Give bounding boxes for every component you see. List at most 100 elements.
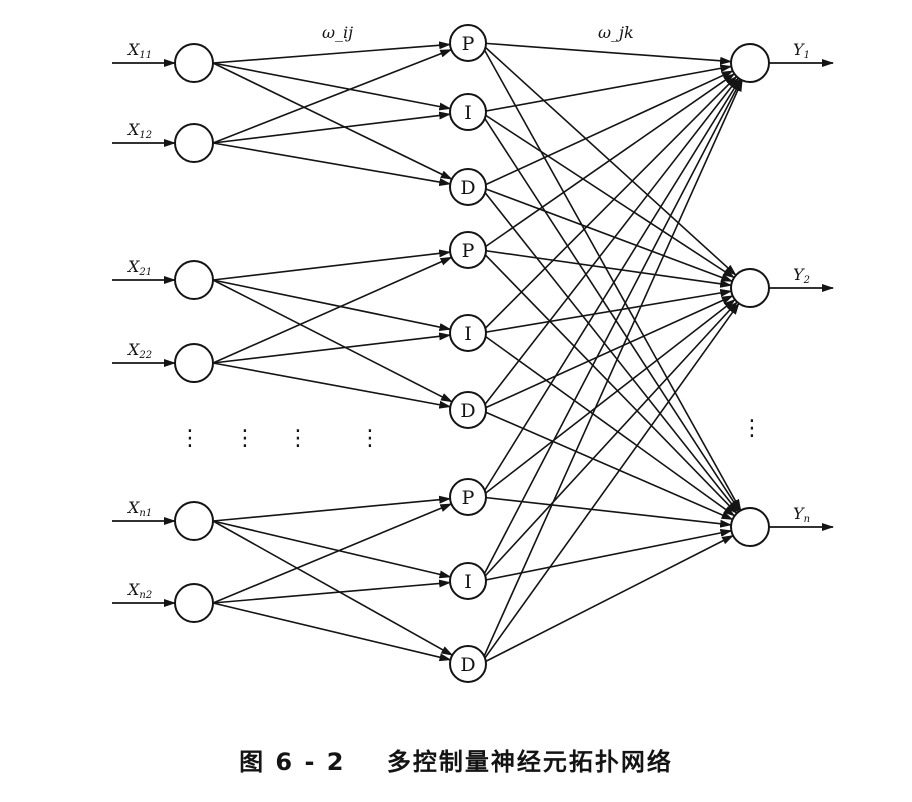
hidden-node-i2 bbox=[449, 314, 487, 352]
edge-x21-d2 bbox=[212, 279, 453, 403]
hidden-node-label-i2: I bbox=[464, 323, 472, 345]
hidden-node-p1 bbox=[449, 24, 487, 62]
edge-i2-yn bbox=[480, 332, 736, 517]
edge-x22-i2 bbox=[212, 332, 452, 364]
input-label-main: X bbox=[126, 257, 140, 276]
edge-xn2-p3 bbox=[212, 503, 453, 604]
edge-x12-i1 bbox=[212, 111, 452, 144]
hidden-node-label-p3: P bbox=[462, 487, 475, 509]
edge-p3-y2 bbox=[480, 299, 736, 498]
edge-xn2-d3 bbox=[212, 602, 452, 662]
edge-xn1-p3 bbox=[212, 495, 452, 522]
edge-x21-i2 bbox=[212, 279, 452, 332]
edge-xn1-d3 bbox=[212, 520, 454, 656]
output-label-sub: 1 bbox=[804, 50, 810, 61]
edges-layer bbox=[112, 41, 834, 665]
ellipsis-output: ⋮ bbox=[741, 416, 763, 441]
input-node-x12 bbox=[174, 123, 214, 163]
hidden-node-label-d3: D bbox=[460, 654, 475, 676]
edge-x11-d1 bbox=[212, 62, 453, 180]
ellipsis-input-1: ⋮ bbox=[179, 426, 201, 451]
hidden-node-i1 bbox=[449, 93, 487, 131]
edge-i2-y1 bbox=[480, 75, 738, 334]
ellipsis-layer: ⋮ ⋮ ⋮ ⋮ ⋮ bbox=[179, 416, 763, 451]
hidden-node-label-i1: I bbox=[464, 102, 472, 124]
edge-x11-i1 bbox=[212, 62, 452, 111]
edge-d2-y2 bbox=[480, 295, 734, 411]
labels-layer: ω_ij ω_jk bbox=[322, 23, 634, 42]
hidden-node-label-d2: D bbox=[460, 400, 475, 422]
input-label-x22: X22 bbox=[126, 340, 152, 361]
edge-i3-y2 bbox=[480, 301, 738, 582]
edge-i1-y1 bbox=[480, 64, 733, 113]
hidden-node-label-d1: D bbox=[460, 177, 475, 199]
edge-x22-d2 bbox=[212, 362, 452, 409]
edge-d3-y2 bbox=[479, 302, 740, 665]
input-label-sub: 11 bbox=[139, 50, 152, 61]
input-node-xn1 bbox=[174, 501, 214, 541]
figure-caption: 图 6 - 2 多控制量神经元拓扑网络 bbox=[239, 748, 673, 776]
output-label-yn: Yn bbox=[793, 504, 810, 525]
edge-d3-yn bbox=[480, 534, 734, 665]
edge-x21-p2 bbox=[212, 249, 452, 281]
weight-label-ij-main: ω_ij bbox=[322, 23, 353, 42]
output-label-main: Y bbox=[793, 504, 805, 523]
output-label-y1: Y1 bbox=[793, 40, 810, 61]
edge-p2-y2 bbox=[480, 249, 733, 288]
edge-p3-y1 bbox=[479, 78, 741, 498]
output-node-y1 bbox=[730, 43, 770, 83]
edge-p3-yn bbox=[480, 496, 733, 528]
hidden-node-d1 bbox=[449, 168, 487, 206]
weight-label-jk-main: ω_jk bbox=[598, 23, 634, 42]
edge-x12-d1 bbox=[212, 142, 452, 187]
output-label-main: Y bbox=[793, 40, 805, 59]
hidden-node-label-i3: I bbox=[464, 571, 472, 593]
output-label-sub: n bbox=[804, 514, 810, 525]
hidden-node-p3 bbox=[449, 478, 487, 516]
input-label-main: X bbox=[126, 498, 140, 517]
edge-p1-y1 bbox=[480, 42, 733, 65]
edge-i1-y2 bbox=[480, 111, 735, 279]
output-label-main: Y bbox=[793, 265, 805, 284]
input-label-sub: 22 bbox=[138, 350, 152, 361]
input-label-x11: X11 bbox=[126, 40, 152, 61]
input-label-x12: X12 bbox=[126, 120, 152, 141]
input-label-xn2: Xn2 bbox=[126, 580, 152, 601]
ellipsis-input-2: ⋮ bbox=[234, 426, 256, 451]
input-node-x21 bbox=[174, 260, 214, 300]
input-label-sub: 21 bbox=[138, 267, 152, 278]
output-label-y2: Y2 bbox=[793, 265, 810, 286]
edge-xn2-i3 bbox=[212, 579, 452, 604]
output-node-yn bbox=[730, 507, 770, 547]
input-label-xn1: Xn1 bbox=[126, 498, 152, 519]
edge-d1-yn bbox=[479, 186, 739, 513]
edge-d1-y2 bbox=[480, 186, 734, 283]
edge-p2-yn bbox=[480, 249, 738, 515]
input-node-x22 bbox=[174, 343, 214, 383]
edge-x11-p1 bbox=[212, 41, 452, 64]
hidden-node-p2 bbox=[449, 231, 487, 269]
edge-d2-y1 bbox=[479, 77, 739, 411]
edge-p2-y1 bbox=[480, 73, 736, 251]
edge-d1-y1 bbox=[480, 70, 734, 188]
input-label-sub: n1 bbox=[139, 508, 152, 519]
output-node-y2 bbox=[730, 268, 770, 308]
edge-i3-y1 bbox=[479, 78, 742, 582]
hidden-node-label-p1: P bbox=[462, 33, 475, 55]
weight-label-hidden-output: ω_jk bbox=[598, 23, 634, 42]
output-label-sub: 2 bbox=[803, 275, 810, 286]
hidden-node-i3 bbox=[449, 562, 487, 600]
input-label-main: X bbox=[126, 120, 140, 139]
input-label-main: X bbox=[126, 580, 140, 599]
edge-i2-y2 bbox=[480, 288, 733, 334]
input-label-sub: n2 bbox=[139, 590, 152, 601]
ellipsis-edges: ⋮ bbox=[287, 426, 309, 451]
hidden-node-label-p2: P bbox=[462, 240, 475, 262]
hidden-node-d3 bbox=[449, 645, 487, 683]
input-node-xn2 bbox=[174, 583, 214, 623]
weight-label-input-hidden: ω_ij bbox=[322, 23, 353, 42]
input-label-x21: X21 bbox=[126, 257, 152, 278]
input-label-main: X bbox=[126, 40, 140, 59]
